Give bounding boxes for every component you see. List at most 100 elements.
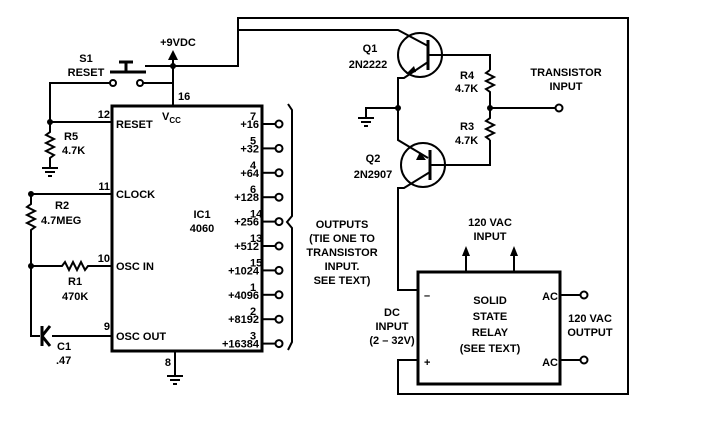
output-divider-label: +4096 (228, 290, 259, 302)
r4-value: 4.7K (455, 83, 478, 95)
relay-text: SOLID (473, 295, 507, 307)
q1-ref: Q1 (363, 43, 378, 55)
ic-body (110, 104, 264, 353)
q1-part: 2N2222 (349, 59, 388, 71)
output-terminal[interactable] (274, 119, 284, 129)
ic-part: 4060 (190, 223, 214, 235)
supply-label: +9VDC (160, 37, 196, 49)
c1-value: .47 (56, 355, 71, 367)
ground-icon (42, 167, 58, 177)
wire-q1-base (428, 54, 491, 70)
output-pin-number: 5 (250, 135, 256, 147)
ac-output-terminal[interactable] (579, 355, 589, 365)
ac-input-arrow-icon (462, 246, 470, 256)
output-divider-label: +32 (240, 143, 259, 155)
output-terminal[interactable] (274, 241, 284, 251)
pin-name: OSC IN (116, 261, 154, 273)
output-divider-label: +128 (234, 192, 259, 204)
resistor-r5-icon (43, 122, 57, 168)
output-pin-number: 7 (250, 111, 256, 123)
output-terminal[interactable] (274, 168, 284, 178)
output-divider-label: +8192 (228, 314, 259, 326)
wire-c1 (30, 266, 40, 337)
q1-emitter-arrow (406, 66, 416, 74)
ic-vcc-label: VCC (162, 111, 181, 125)
relay-plus: + (424, 357, 430, 369)
switch-name: RESET (68, 67, 105, 79)
output-pin-number: 3 (250, 331, 256, 343)
output-terminal[interactable] (274, 265, 284, 275)
ac-output-terminal[interactable] (579, 290, 589, 300)
output-divider-label: +256 (234, 217, 259, 229)
q2-ref: Q2 (366, 153, 381, 165)
pin-number: 12 (98, 109, 110, 121)
relay-ac-top: AC (542, 291, 558, 303)
dc-input-label: INPUT (376, 321, 409, 333)
output-terminal[interactable] (274, 192, 284, 202)
dc-input-label: (2 – 32V) (369, 335, 415, 347)
q2-part: 2N2907 (354, 169, 393, 181)
vac-input-label: INPUT (474, 231, 507, 243)
q1-leads (238, 29, 429, 108)
ground-icon (358, 117, 374, 127)
r2-value: 4.7MEG (41, 215, 81, 227)
resistor-r2-icon (24, 194, 38, 266)
r3-value: 4.7K (455, 135, 478, 147)
gnd-pin-number: 8 (165, 357, 171, 369)
vcc-pin-number: 16 (178, 91, 190, 103)
outputs-note: SEE TEXT) (314, 275, 371, 287)
pin-number: 11 (98, 181, 110, 193)
pin-number: 9 (104, 321, 110, 333)
output-pins: 7+165+324+646+12814+25613+51215+10241+40… (222, 111, 284, 351)
wire-q2-base (430, 140, 491, 166)
wire-q2-emitter (397, 108, 429, 159)
capacitor-c1-icon (40, 325, 52, 347)
relay-text: STATE (473, 311, 507, 323)
output-terminal[interactable] (274, 314, 284, 324)
outputs-note: INPUT. (325, 261, 360, 273)
pin-name: OSC OUT (116, 331, 166, 343)
resistor-r1-icon (31, 259, 112, 273)
wire-switch-vcc (143, 66, 174, 84)
r4-ref: R4 (460, 70, 475, 82)
transistor-input-terminal[interactable] (554, 103, 564, 113)
wire-ac-out (560, 294, 580, 361)
ic-ref: IC1 (193, 209, 210, 221)
relay-minus: – (424, 290, 430, 302)
output-pin-number: 14 (250, 209, 263, 221)
pin-name: CLOCK (116, 189, 155, 201)
r5-ref: R5 (64, 131, 78, 143)
wire-reset (49, 82, 112, 123)
relay-ac-bottom: AC (542, 357, 558, 369)
pushbutton-icon[interactable] (110, 60, 146, 74)
output-pin-number: 2 (250, 306, 256, 318)
brace-icon (285, 103, 293, 351)
r1-ref: R1 (68, 276, 82, 288)
vac-input-label: 120 VAC (468, 217, 512, 229)
relay-body (416, 270, 562, 386)
output-divider-label: +16384 (222, 339, 260, 351)
transistor-input-label: TRANSISTOR (530, 67, 601, 79)
r1-value: 470K (62, 291, 88, 303)
output-terminal[interactable] (274, 339, 284, 349)
output-terminal[interactable] (274, 217, 284, 227)
dc-input-label: DC (384, 307, 400, 319)
pin-number: 10 (98, 253, 110, 265)
supply-arrow-icon (168, 50, 178, 60)
pin-name: RESET (116, 119, 153, 131)
output-pin-number: 13 (250, 233, 262, 245)
c1-ref: C1 (57, 341, 71, 353)
vac-output-label: 120 VAC (568, 313, 612, 325)
vac-output-label: OUTPUT (567, 327, 613, 339)
output-terminal[interactable] (274, 290, 284, 300)
switch-terminal (109, 79, 117, 87)
outputs-note: OUTPUTS (316, 219, 369, 231)
output-terminal[interactable] (274, 143, 284, 153)
wire-q2-collector (397, 171, 431, 291)
output-pin-number: 1 (250, 282, 256, 294)
output-pin-number: 15 (250, 257, 262, 269)
wire-gnd-q (365, 107, 398, 118)
wire-top-rail (210, 17, 629, 395)
relay-text: (SEE TEXT) (460, 343, 521, 355)
